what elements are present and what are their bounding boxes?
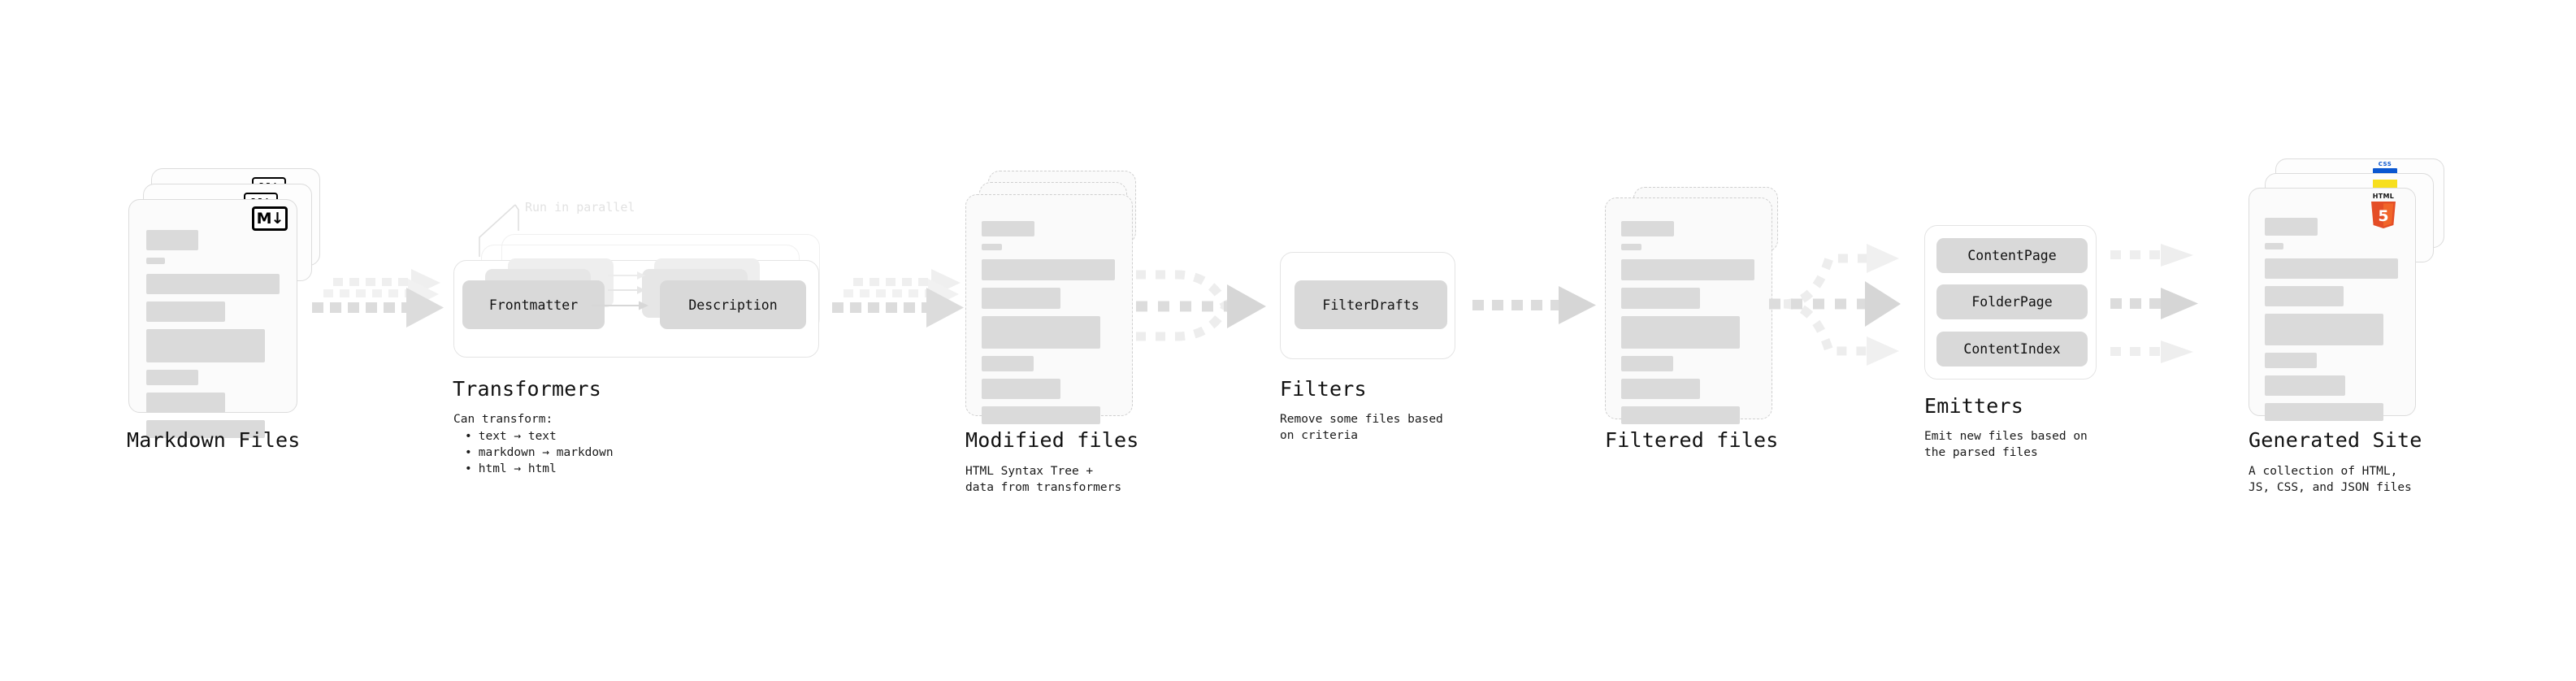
- generated-site-placeholder-lines: [2265, 218, 2403, 428]
- emitters-description: Emit new files based on the parsed files: [1924, 430, 2088, 459]
- emitter-chip-folderpage[interactable]: FolderPage: [1936, 284, 2088, 319]
- flow-arrow-3: [1136, 260, 1287, 361]
- transformers-description: Can transform: text → text markdown → ma…: [453, 411, 614, 477]
- modified-file-placeholder-lines: [982, 221, 1120, 432]
- emitter-chip-contentindex[interactable]: ContentIndex: [1936, 332, 2088, 367]
- markdown-file-placeholder-lines: [146, 230, 281, 445]
- stage-title-markdown-files: Markdown Files: [127, 428, 301, 452]
- transformers-description-head: Can transform:: [453, 413, 553, 426]
- flow-arrow-5-fanout: [1769, 229, 1922, 375]
- transformers-bullet-html: html → html: [465, 461, 614, 477]
- transformers-bullet-markdown: markdown → markdown: [465, 445, 614, 461]
- filters-description: Remove some files based on criteria: [1280, 413, 1443, 442]
- stage-title-generated-site: Generated Site: [2249, 428, 2422, 452]
- transformer-internal-arrows: [592, 270, 665, 319]
- transformer-chip-description[interactable]: Description: [660, 280, 806, 329]
- transformers-bullet-text: text → text: [465, 428, 614, 445]
- run-in-parallel-label: Run in parallel: [525, 200, 635, 215]
- markdown-icon-front: M↓: [252, 206, 288, 231]
- filtered-file-placeholder-lines: [1621, 221, 1759, 432]
- emitter-chip-contentpage[interactable]: ContentPage: [1936, 238, 2088, 273]
- stage-title-transformers: Transformers: [453, 377, 602, 401]
- transformer-chip-frontmatter[interactable]: Frontmatter: [462, 280, 605, 329]
- flow-arrow-6: [2109, 234, 2255, 372]
- html5-icon: HTML 5: [2370, 193, 2397, 228]
- parallel-bracket: [455, 203, 553, 260]
- stage-title-filters: Filters: [1280, 377, 1367, 401]
- stage-title-filtered-files: Filtered files: [1605, 428, 1779, 452]
- stage-title-modified-files: Modified files: [965, 428, 1139, 452]
- svg-text:5: 5: [2378, 207, 2388, 225]
- modified-files-description: HTML Syntax Tree + data from transformer…: [965, 465, 1122, 494]
- filter-chip-filterdrafts[interactable]: FilterDrafts: [1295, 280, 1447, 329]
- generated-site-description: A collection of HTML, JS, CSS, and JSON …: [2249, 465, 2412, 494]
- flow-arrow-4: [1472, 286, 1601, 329]
- stage-title-emitters: Emitters: [1924, 394, 2024, 418]
- flow-arrow-1: [310, 269, 449, 341]
- flow-arrow-2: [830, 269, 969, 341]
